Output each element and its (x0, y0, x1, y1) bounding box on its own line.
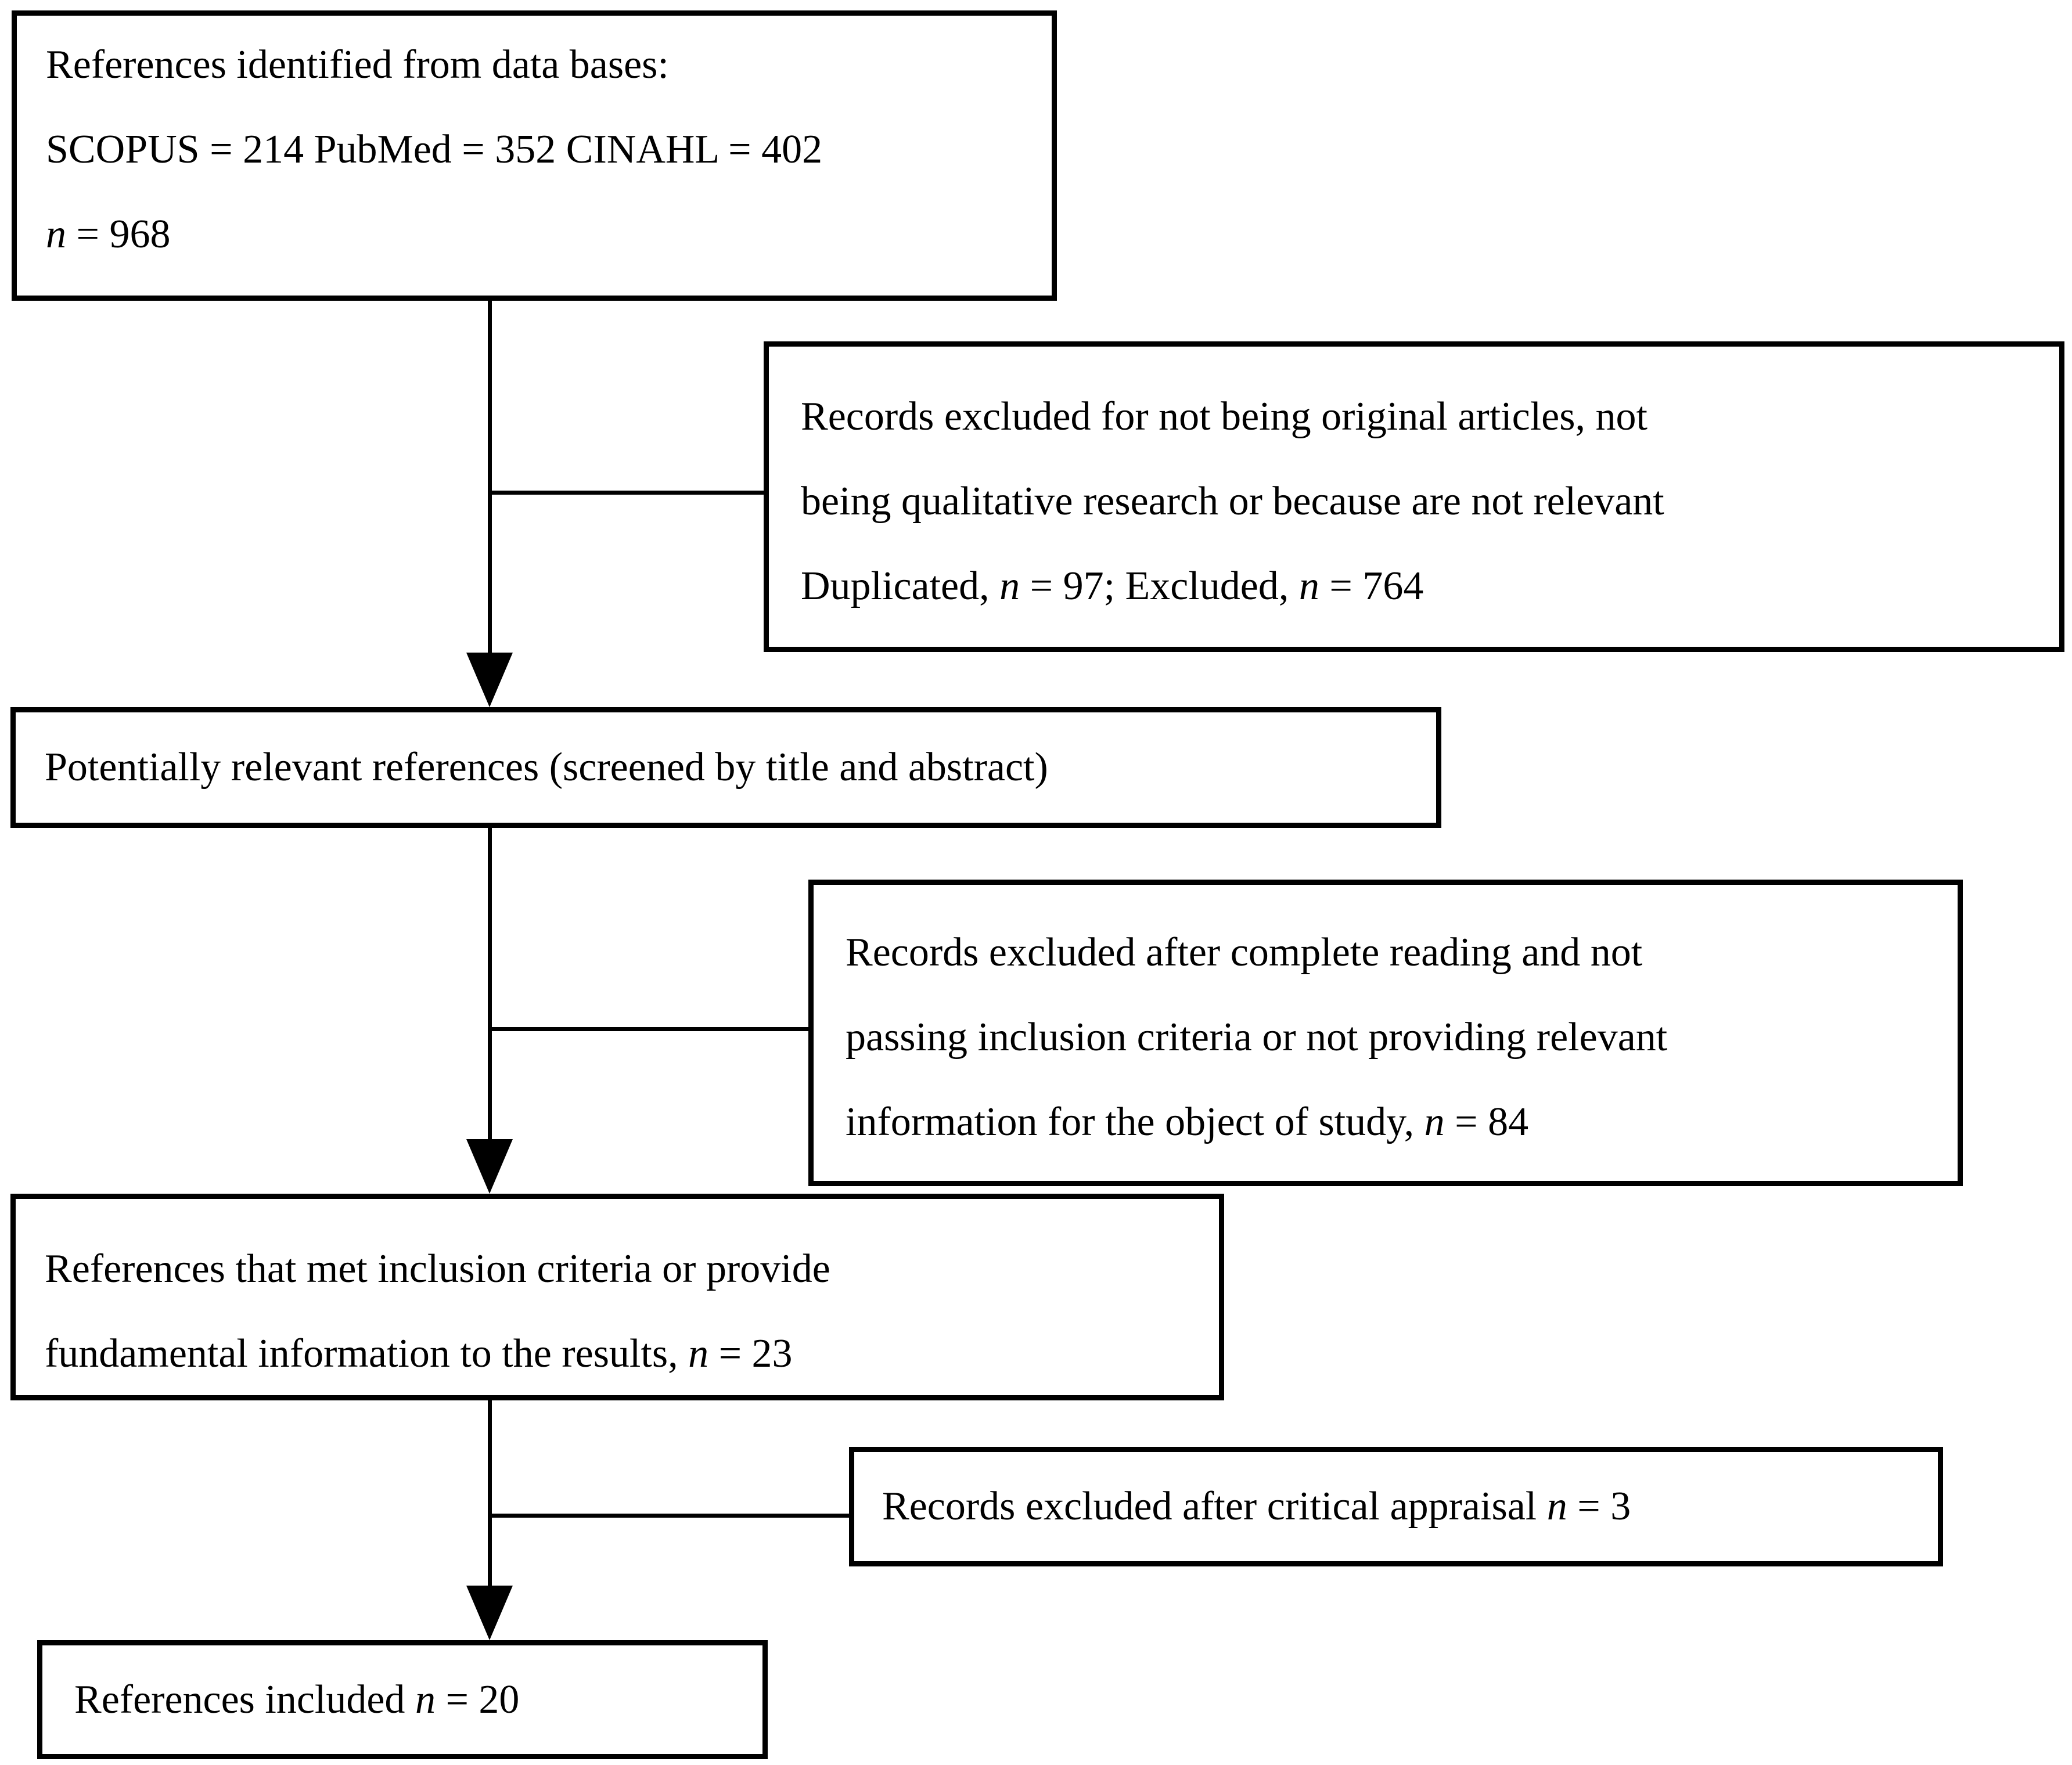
text-segment: = 764 (1319, 564, 1424, 608)
arrowhead-down-icon (466, 1139, 513, 1194)
n-variable: n (688, 1331, 709, 1376)
met-inclusion-line-2: fundamental information to the results, … (45, 1312, 1213, 1396)
text-segment: Potentially relevant references (screene… (45, 745, 1048, 790)
text-segment: = 968 (66, 212, 171, 257)
text-segment: information for the object of study, (846, 1100, 1424, 1144)
n-variable: n (1298, 564, 1319, 608)
excluded-appraisal-line-1: Records excluded after critical appraisa… (882, 1483, 1631, 1530)
identified-line-2: SCOPUS = 214 PubMed = 352 CINAHL = 402 (46, 107, 1046, 192)
n-variable: n (46, 212, 66, 257)
text-segment: Records excluded for not being original … (801, 394, 1647, 439)
text-segment: = 20 (435, 1677, 520, 1722)
text-segment: SCOPUS = 214 PubMed = 352 CINAHL = 402 (46, 127, 823, 172)
text-segment: Duplicated, (801, 564, 1000, 608)
n-variable: n (1546, 1484, 1567, 1529)
box-excluded-complete-reading: Records excluded after complete reading … (808, 880, 1963, 1186)
text-segment: References that met inclusion criteria o… (45, 1247, 830, 1291)
excluded-screening-line-2: being qualitative research or because ar… (801, 459, 2053, 544)
box-potentially-relevant: Potentially relevant references (screene… (10, 707, 1441, 828)
identified-line-1: References identified from data bases: (46, 23, 1046, 107)
box-references-included: References included n = 20 (37, 1640, 768, 1759)
text-segment: Records excluded after complete reading … (846, 930, 1643, 975)
text-segment: fundamental information to the results, (45, 1331, 689, 1376)
text-segment: = 84 (1444, 1100, 1529, 1144)
excluded-screening-line-3: Duplicated, n = 97; Excluded, n = 764 (801, 544, 2053, 629)
excluded-reading-line-3: information for the object of study, n =… (846, 1080, 1952, 1165)
box-excluded-critical-appraisal: Records excluded after critical appraisa… (849, 1447, 1943, 1566)
excluded-screening-line-1: Records excluded for not being original … (801, 374, 2053, 459)
included-line-1: References included n = 20 (74, 1677, 519, 1723)
n-variable: n (999, 564, 1020, 608)
met-inclusion-line-1: References that met inclusion criteria o… (45, 1227, 1213, 1312)
excluded-reading-line-2: passing inclusion criteria or not provid… (846, 995, 1952, 1080)
flow-line-vertical-3 (488, 1400, 492, 1604)
text-segment: = 3 (1567, 1484, 1631, 1529)
text-segment: = 97; Excluded, (1020, 564, 1299, 608)
flow-line-vertical-1 (488, 301, 492, 672)
box-met-inclusion-criteria: References that met inclusion criteria o… (10, 1194, 1224, 1400)
flow-line-branch-2 (490, 1027, 808, 1031)
flow-line-branch-3 (490, 1514, 849, 1518)
text-segment: being qualitative research or because ar… (801, 479, 1664, 524)
potentially-relevant-line-1: Potentially relevant references (screene… (45, 744, 1048, 791)
arrowhead-down-icon (466, 1586, 513, 1640)
flow-line-vertical-2 (488, 828, 492, 1159)
text-segment: References identified from data bases: (46, 42, 669, 87)
text-segment: passing inclusion criteria or not provid… (846, 1015, 1668, 1060)
text-segment: References included (74, 1677, 415, 1722)
box-references-identified: References identified from data bases: S… (12, 10, 1057, 301)
n-variable: n (415, 1677, 436, 1722)
arrowhead-down-icon (466, 653, 513, 707)
n-variable: n (1424, 1100, 1445, 1144)
excluded-reading-line-1: Records excluded after complete reading … (846, 910, 1952, 995)
flow-line-branch-1 (490, 491, 764, 495)
text-segment: = 23 (708, 1331, 793, 1376)
text-segment: Records excluded after critical appraisa… (882, 1484, 1547, 1529)
identified-line-3: n = 968 (46, 192, 1046, 277)
box-excluded-screening: Records excluded for not being original … (764, 341, 2064, 652)
